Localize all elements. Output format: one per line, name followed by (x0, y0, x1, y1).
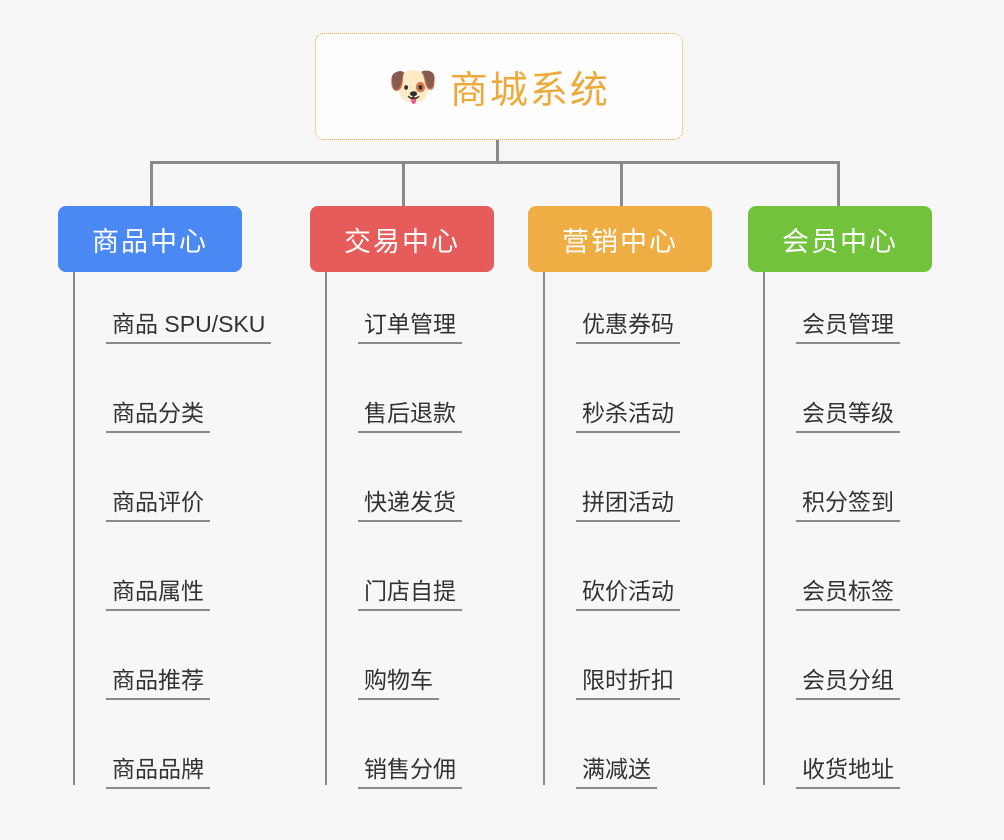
list-item[interactable]: 快递发货 (325, 433, 545, 522)
item-label: 砍价活动 (576, 578, 680, 611)
item-label: 购物车 (358, 667, 439, 700)
list-item[interactable]: 满减送 (543, 700, 763, 789)
connector-drop-1 (150, 161, 153, 206)
list-item[interactable]: 购物车 (325, 611, 545, 700)
item-label: 商品品牌 (106, 756, 210, 789)
list-item[interactable]: 商品 SPU/SKU (73, 272, 293, 344)
item-label: 订单管理 (358, 311, 462, 344)
item-label: 商品推荐 (106, 667, 210, 700)
shiba-dog-face-icon: 🐶 (388, 64, 438, 109)
list-item[interactable]: 订单管理 (325, 272, 545, 344)
list-item[interactable]: 商品评价 (73, 433, 293, 522)
list-item[interactable]: 优惠券码 (543, 272, 763, 344)
branch-spine-4 (763, 272, 765, 785)
list-item[interactable]: 秒杀活动 (543, 344, 763, 433)
list-item[interactable]: 商品推荐 (73, 611, 293, 700)
item-label: 秒杀活动 (576, 400, 680, 433)
branch-items-2: 订单管理 售后退款 快递发货 门店自提 购物车 销售分佣 (325, 272, 545, 789)
item-label: 拼团活动 (576, 489, 680, 522)
item-label: 售后退款 (358, 400, 462, 433)
list-item[interactable]: 商品分类 (73, 344, 293, 433)
branch-column-1: 商品中心 商品 SPU/SKU 商品分类 商品评价 商品属性 商品推荐 商品品牌 (58, 206, 272, 789)
connector-drop-2 (402, 161, 405, 206)
item-label: 销售分佣 (358, 756, 462, 789)
category-label-1: 商品中心 (92, 226, 208, 257)
category-header-4[interactable]: 会员中心 (748, 206, 932, 272)
item-label: 门店自提 (358, 578, 462, 611)
list-item[interactable]: 拼团活动 (543, 433, 763, 522)
list-item[interactable]: 销售分佣 (325, 700, 545, 789)
category-header-3[interactable]: 营销中心 (528, 206, 712, 272)
list-item[interactable]: 收货地址 (763, 700, 983, 789)
list-item[interactable]: 积分签到 (763, 433, 983, 522)
list-item[interactable]: 门店自提 (325, 522, 545, 611)
list-item[interactable]: 售后退款 (325, 344, 545, 433)
list-item[interactable]: 商品品牌 (73, 700, 293, 789)
list-item[interactable]: 会员管理 (763, 272, 983, 344)
item-label: 商品分类 (106, 400, 210, 433)
item-label: 商品评价 (106, 489, 210, 522)
list-item[interactable]: 限时折扣 (543, 611, 763, 700)
item-label: 会员管理 (796, 311, 900, 344)
branch-spine-3 (543, 272, 545, 785)
item-label: 优惠券码 (576, 311, 680, 344)
branch-items-4: 会员管理 会员等级 积分签到 会员标签 会员分组 收货地址 (763, 272, 983, 789)
branch-spine-2 (325, 272, 327, 785)
branch-column-3: 营销中心 优惠券码 秒杀活动 拼团活动 砍价活动 限时折扣 满减送 (528, 206, 712, 789)
item-label: 会员等级 (796, 400, 900, 433)
list-item[interactable]: 会员等级 (763, 344, 983, 433)
category-label-2: 交易中心 (344, 226, 460, 257)
category-label-3: 营销中心 (562, 226, 678, 257)
item-label: 商品属性 (106, 578, 210, 611)
item-label: 会员标签 (796, 578, 900, 611)
list-item[interactable]: 砍价活动 (543, 522, 763, 611)
root-node[interactable]: 🐶 商城系统 (315, 33, 683, 140)
branch-column-2: 交易中心 订单管理 售后退款 快递发货 门店自提 购物车 销售分佣 (310, 206, 494, 789)
item-label: 商品 SPU/SKU (106, 311, 272, 344)
root-node-label: 商城系统 (449, 70, 610, 112)
connector-horizontal-bus (150, 161, 840, 164)
branch-column-4: 会员中心 会员管理 会员等级 积分签到 会员标签 会员分组 收货地址 (748, 206, 932, 789)
list-item[interactable]: 会员标签 (763, 522, 983, 611)
item-label: 积分签到 (796, 489, 900, 522)
item-label: 会员分组 (796, 667, 900, 700)
branch-items-3: 优惠券码 秒杀活动 拼团活动 砍价活动 限时折扣 满减送 (543, 272, 763, 789)
category-label-4: 会员中心 (782, 226, 898, 257)
item-label: 满减送 (576, 756, 657, 789)
branch-spine-1 (73, 272, 75, 785)
item-label: 收货地址 (796, 756, 900, 789)
connector-drop-4 (837, 161, 840, 206)
category-header-1[interactable]: 商品中心 (58, 206, 242, 272)
branch-items-1: 商品 SPU/SKU 商品分类 商品评价 商品属性 商品推荐 商品品牌 (73, 272, 293, 789)
item-label: 快递发货 (358, 489, 462, 522)
list-item[interactable]: 会员分组 (763, 611, 983, 700)
connector-drop-3 (620, 161, 623, 206)
item-label: 限时折扣 (576, 667, 680, 700)
category-header-2[interactable]: 交易中心 (310, 206, 494, 272)
list-item[interactable]: 商品属性 (73, 522, 293, 611)
connector-root-stem (496, 140, 499, 163)
